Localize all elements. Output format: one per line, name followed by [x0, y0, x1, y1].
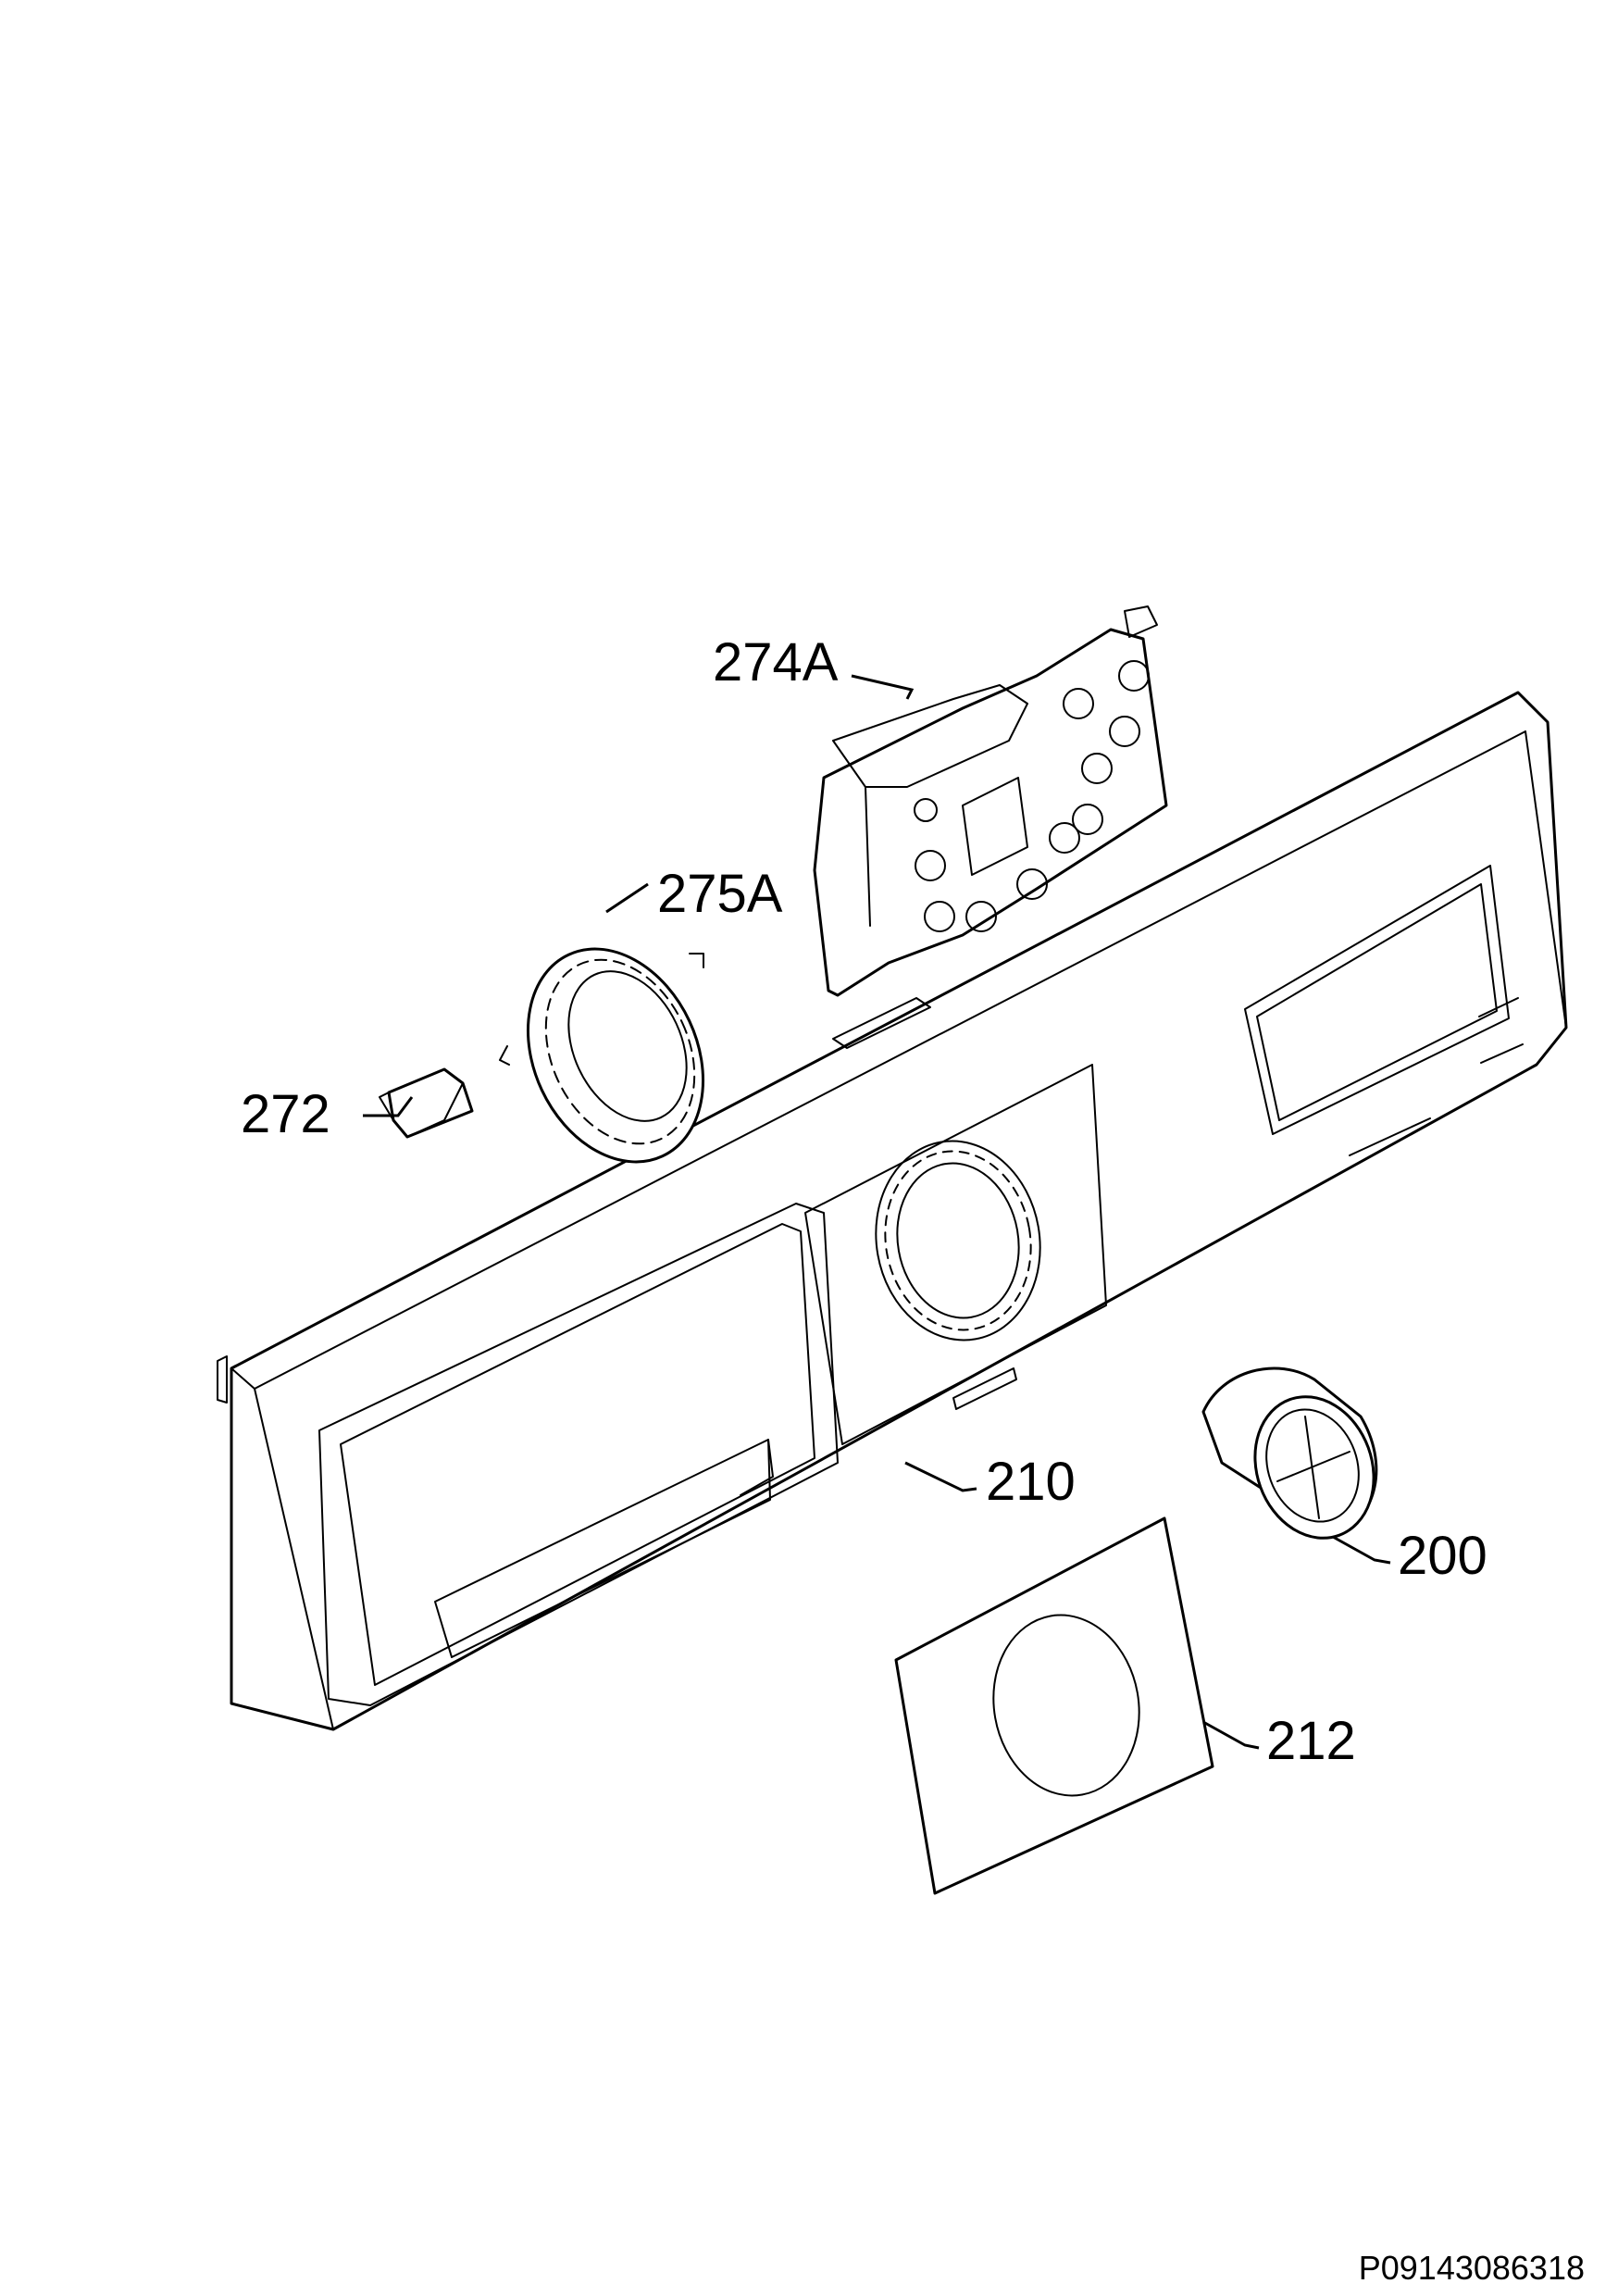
leader-210 — [904, 1461, 977, 1492]
callout-274A: 274A — [713, 632, 839, 693]
small-part-272 — [379, 1067, 474, 1139]
callout-272: 272 — [241, 1084, 330, 1144]
callout-210: 210 — [986, 1452, 1076, 1512]
callout-212: 212 — [1266, 1711, 1356, 1771]
callout-200: 200 — [1398, 1526, 1487, 1586]
callout-275A: 275A — [657, 864, 783, 924]
knob-200 — [1201, 1366, 1378, 1540]
leader-275A — [605, 882, 649, 914]
document-code: P09143086318 — [1359, 2249, 1585, 2287]
leader-lines — [363, 674, 1391, 1750]
leader-274A — [851, 674, 915, 700]
label-plate-212 — [894, 1516, 1214, 1895]
leader-212 — [1202, 1720, 1260, 1750]
selector-ring-275A — [499, 947, 705, 1164]
electronic-module-274A — [813, 605, 1168, 997]
leader-272 — [363, 1096, 414, 1117]
leader-200 — [1332, 1535, 1391, 1565]
control-panel-210 — [217, 691, 1568, 1731]
